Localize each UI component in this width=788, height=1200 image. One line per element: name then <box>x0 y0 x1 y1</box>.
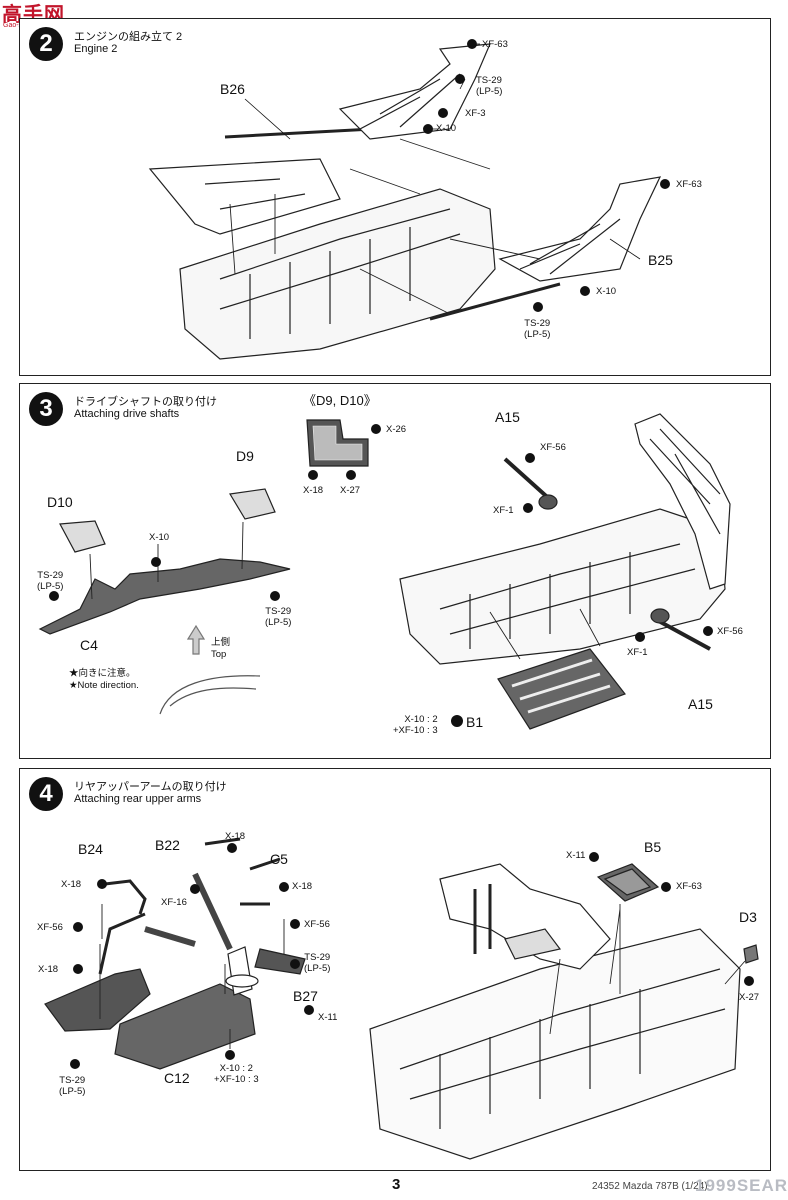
watermark: 1999SEARCH <box>695 1176 788 1195</box>
paint-callout: X-10 <box>149 532 170 543</box>
part-label: B22 <box>155 837 180 853</box>
paint-callout: XF-56 <box>717 626 743 637</box>
part-label: A15 <box>688 696 713 712</box>
part-label: D10 <box>47 494 73 510</box>
paint-callout: XF-63 <box>482 39 508 50</box>
paint-callout: X-10 : 2 +XF-10 : 3 <box>214 1063 259 1085</box>
paint-callout: X-11 <box>318 1012 338 1023</box>
paint-callout: X-10 <box>436 123 457 134</box>
paint-callout: XF-63 <box>676 881 702 892</box>
paint-callout: X-18 <box>61 879 82 890</box>
paint-callout: XF-56 <box>37 922 63 933</box>
part-label: B1 <box>466 714 484 730</box>
engine-assembly-diagram <box>148 39 670 360</box>
step-title-en: Engine 2 <box>74 43 118 55</box>
paint-callout: X-18 <box>292 881 313 892</box>
paint-callout: XF-1 <box>627 647 648 658</box>
paint-callout: X-10 : 2 +XF-10 : 3 <box>393 714 438 736</box>
paint-callout: XF-63 <box>676 179 702 190</box>
page-number: 3 <box>392 1176 401 1193</box>
step-title-jp: エンジンの組み立て 2 <box>74 31 183 43</box>
note-jp: ★向きに注意。 <box>69 668 136 679</box>
paint-callout: X-18 <box>225 831 246 842</box>
paint-callout: TS-29 (LP-5) <box>37 570 64 592</box>
part-label: B26 <box>220 81 245 97</box>
part-label: C5 <box>270 851 288 867</box>
step-title-en: Attaching rear upper arms <box>74 793 202 805</box>
paint-callout: X-11 <box>566 850 586 861</box>
paint-callout: X-26 <box>386 424 407 435</box>
paint-callout: X-18 <box>38 964 59 975</box>
paint-callout: XF-56 <box>304 919 330 930</box>
paint-callout: X-27 <box>739 992 760 1003</box>
step-2-panel: 2 エンジンの組み立て 2 Engine 2 <box>19 18 771 376</box>
step-4-panel: 4 リヤアッパーアームの取り付け Attaching rear upper ar… <box>19 768 771 1171</box>
paint-callout: TS-29 (LP-5) <box>59 1075 86 1097</box>
step-number: 4 <box>29 777 63 811</box>
part-label: C12 <box>164 1070 190 1086</box>
rear-upper-arm-diagram <box>44 837 759 1160</box>
part-label: B24 <box>78 841 103 857</box>
paint-callout: XF-56 <box>540 442 566 453</box>
step-title-jp: リヤアッパーアームの取り付け <box>74 781 227 793</box>
top-direction-label: 上側 Top <box>211 637 231 660</box>
part-label: D9 <box>236 448 254 464</box>
part-label: B5 <box>644 839 662 855</box>
paint-callout: TS-29 (LP-5) <box>524 318 551 340</box>
step-3-panel: 3 ドライブシャフトの取り付け Attaching drive shafts 《… <box>19 383 771 759</box>
paint-callout: X-18 <box>303 485 324 496</box>
item-number: 24352 Mazda 787B (1/24) <box>592 1181 708 1192</box>
paint-callout: X-27 <box>340 485 361 496</box>
paint-callout: TS-29 (LP-5) <box>265 606 292 628</box>
inset-title: 《D9, D10》 <box>303 393 377 408</box>
part-label: C4 <box>80 637 98 653</box>
part-label: A15 <box>495 409 520 425</box>
step-number: 3 <box>29 392 63 426</box>
paint-callout: XF-3 <box>465 108 486 119</box>
part-label: B27 <box>293 988 318 1004</box>
paint-callout: XF-1 <box>493 505 514 516</box>
paint-callout: X-10 <box>596 286 617 297</box>
paint-callout: TS-29 (LP-5) <box>304 952 331 974</box>
part-label: B25 <box>648 252 673 268</box>
paint-callout: XF-16 <box>161 897 187 908</box>
step-number: 2 <box>29 27 63 61</box>
paint-callout: TS-29 (LP-5) <box>476 75 503 97</box>
step-title-jp: ドライブシャフトの取り付け <box>74 396 217 408</box>
drive-shaft-diagram <box>38 413 731 730</box>
part-label: D3 <box>739 909 757 925</box>
step-title-en: Attaching drive shafts <box>74 408 180 420</box>
note-en: ★Note direction. <box>69 680 139 691</box>
